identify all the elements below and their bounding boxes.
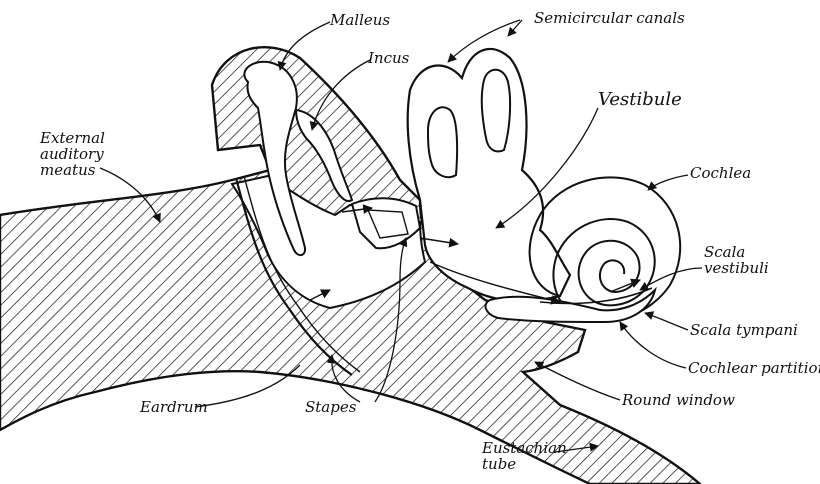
label-external-line-2: auditory (40, 146, 105, 162)
label-stapes: Stapes (305, 399, 356, 415)
label-cochlea: Cochlea (690, 165, 751, 181)
label-external-line-3: meatus (40, 162, 105, 178)
leader-scala-tympani (645, 313, 688, 330)
label-round-window: Round window (622, 392, 735, 408)
leader-cochlear-partition (620, 322, 686, 368)
label-eustachian-line-1: Eustachian (482, 440, 567, 456)
label-scala-vestibuli: Scala vestibuli (704, 244, 769, 276)
label-external-auditory-meatus: External auditory meatus (40, 130, 105, 178)
label-scala-tympani: Scala tympani (690, 322, 798, 338)
label-external-line-1: External (40, 130, 105, 146)
label-semicircular-canals: Semicircular canals (534, 10, 685, 26)
label-scala-vestibuli-line-1: Scala (704, 244, 769, 260)
canal-loop-2 (482, 70, 510, 152)
label-eardrum: Eardrum (140, 399, 208, 415)
leader-scala-vestibuli (640, 268, 702, 290)
label-eustachian-tube: Eustachian tube (482, 440, 567, 472)
label-malleus: Malleus (330, 12, 390, 28)
label-cochlear-partition: Cochlear partition (688, 360, 820, 376)
label-vestibule: Vestibule (598, 92, 682, 108)
leader-cochlea (648, 175, 688, 190)
label-incus: Incus (368, 50, 409, 66)
label-eustachian-line-2: tube (482, 456, 567, 472)
canal-loop-1 (428, 107, 457, 177)
label-scala-vestibuli-line-2: vestibuli (704, 260, 769, 276)
